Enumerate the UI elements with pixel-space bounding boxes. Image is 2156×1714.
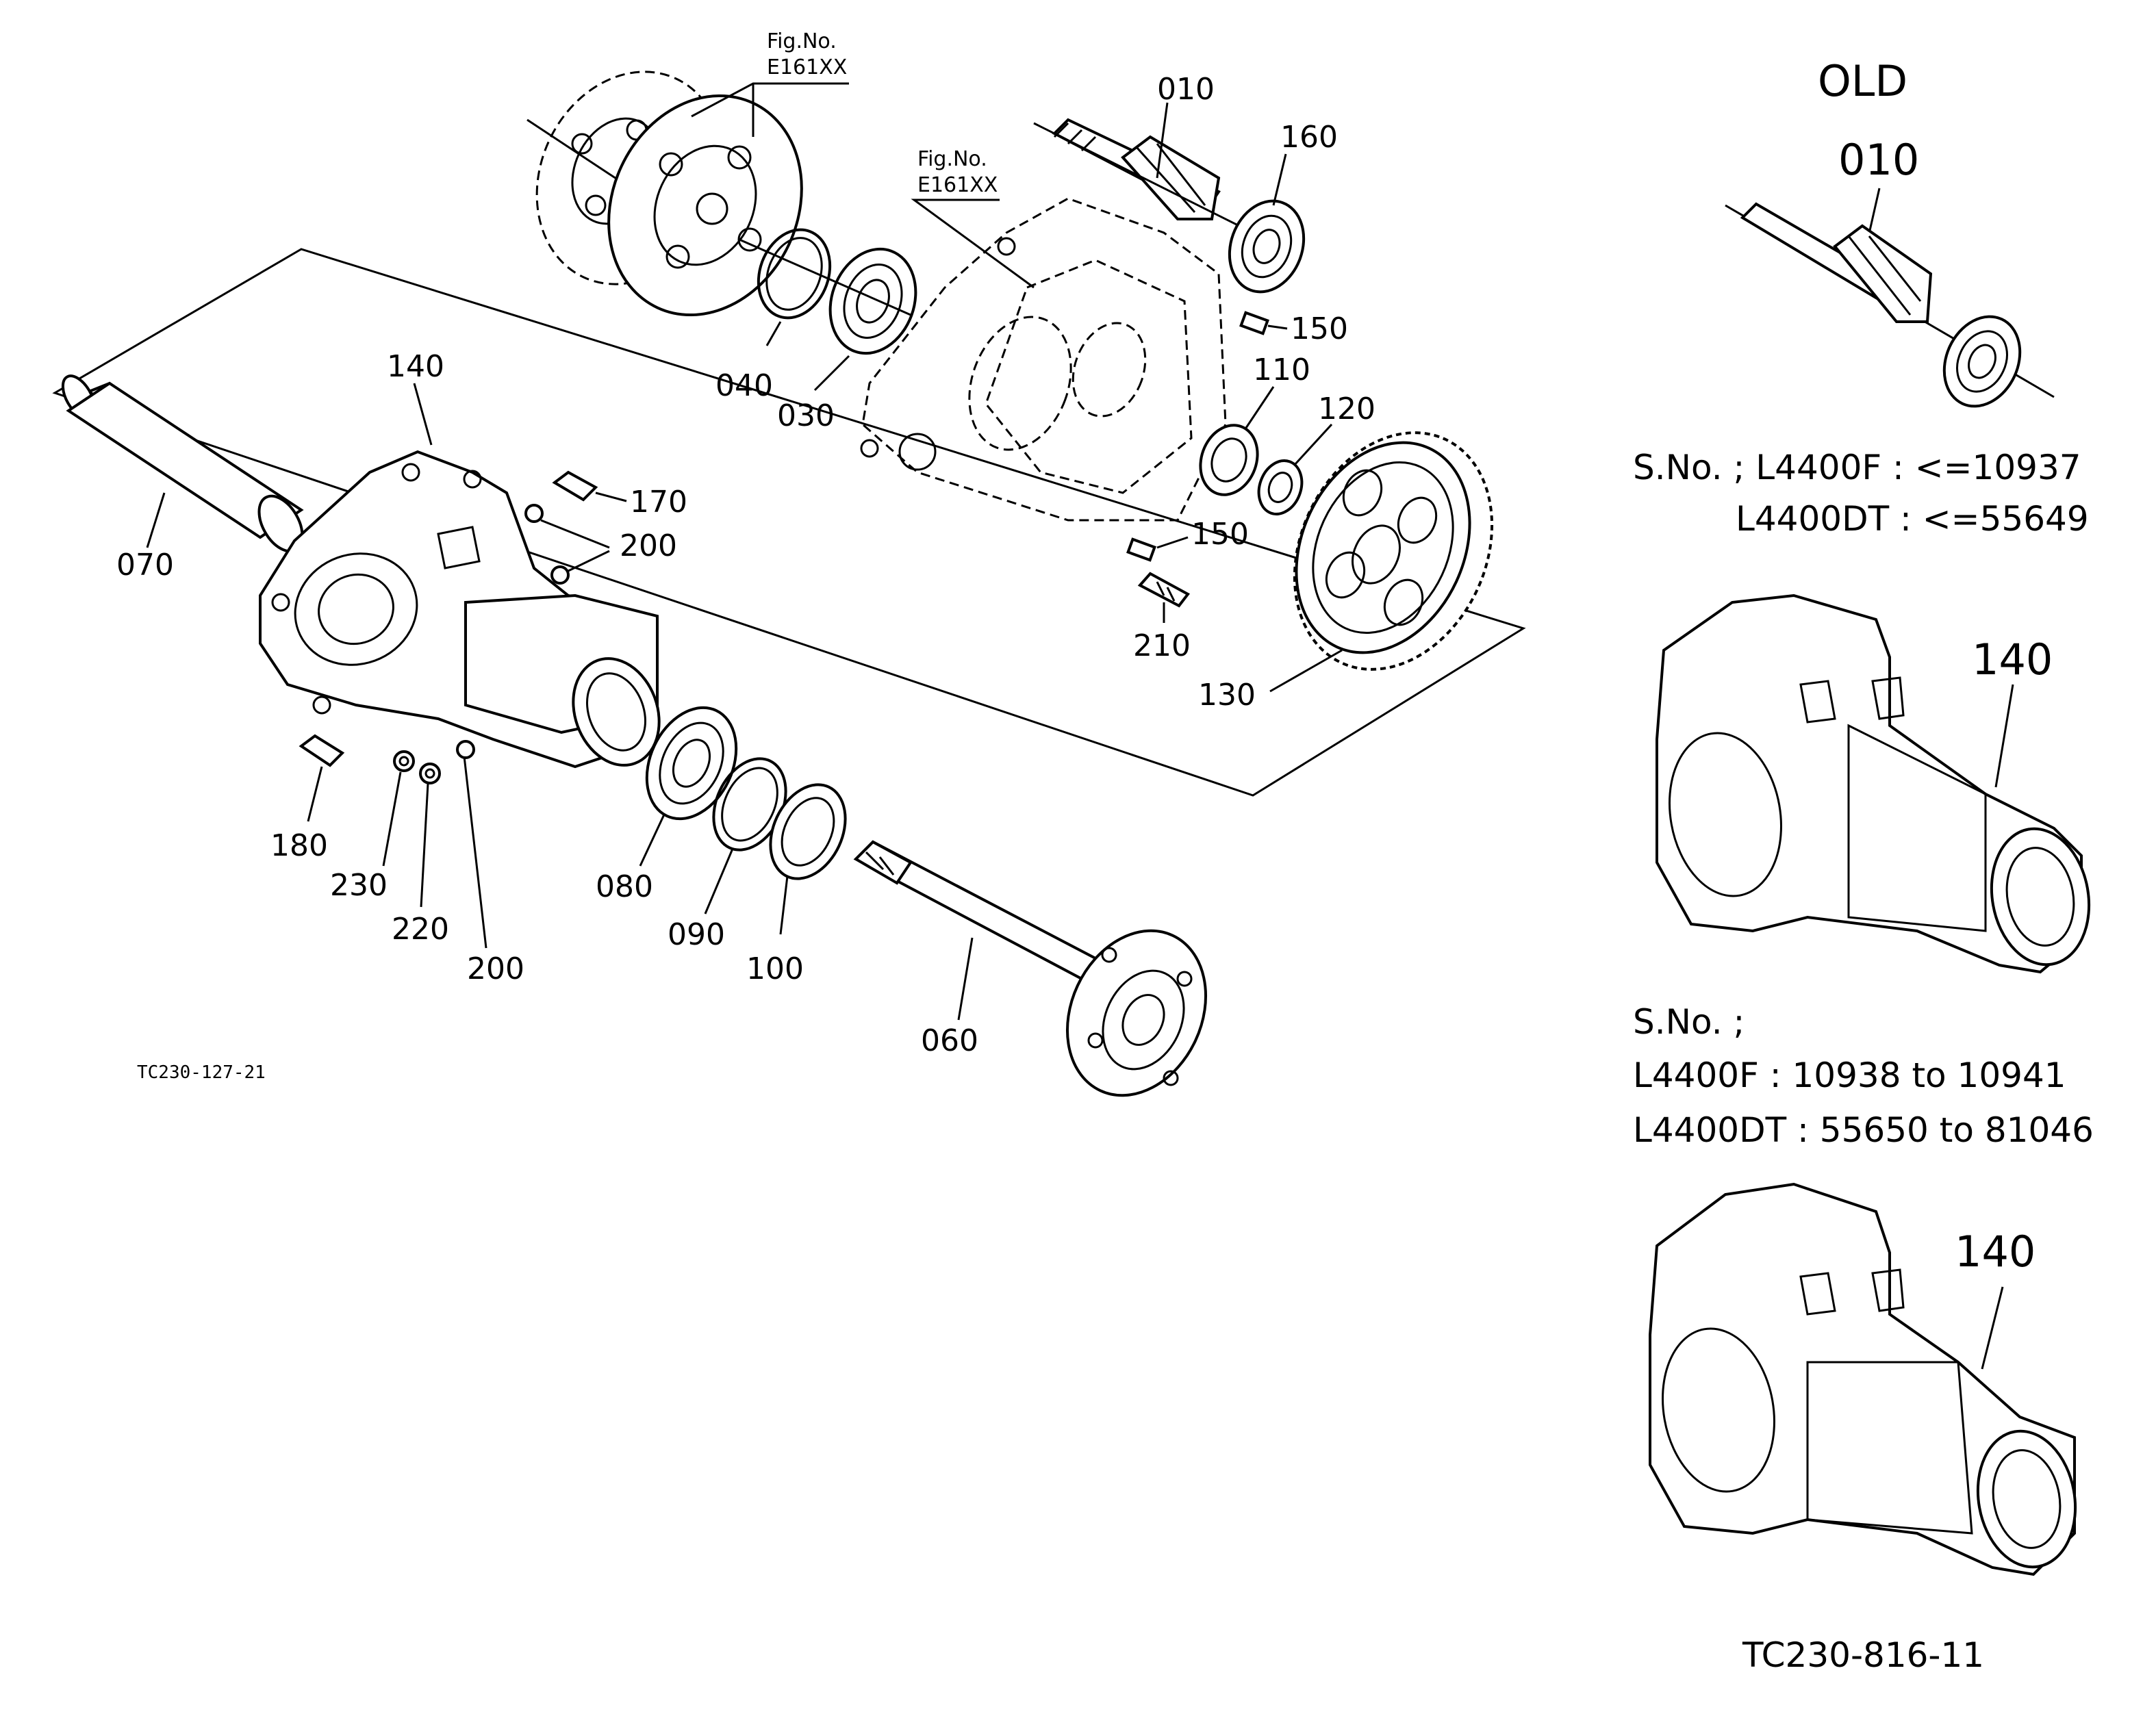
old-part-010: 010 [1838, 135, 1919, 185]
callout-170: 170 [630, 485, 687, 520]
figref-left-line2: E161XX [767, 55, 847, 79]
callout-070: 070 [116, 548, 174, 583]
low-part-140: 140 [1955, 1227, 2035, 1277]
washer-230 [393, 750, 415, 772]
snap-ring-040 [757, 228, 832, 320]
pin-150-lower [1126, 537, 1156, 562]
side-figure-code: TC230-816-11 [1742, 1635, 1984, 1675]
callout-030: 030 [777, 398, 835, 433]
callout-080: 080 [596, 869, 653, 904]
old-sn-line2: L4400DT : <=55649 [1736, 499, 2089, 539]
nut-220 [419, 763, 441, 784]
center-housing [860, 197, 1227, 522]
main-figure-code: TC230-127-21 [137, 1062, 266, 1083]
callout-140-main: 140 [387, 349, 444, 384]
callout-120: 120 [1318, 392, 1375, 426]
callout-110: 110 [1253, 353, 1310, 387]
mid-part-140: 140 [1972, 635, 2053, 685]
axle-shaft-060 [853, 840, 1208, 1097]
figref-left-line1: Fig.No. [767, 29, 837, 53]
assembly-outline [52, 248, 1526, 797]
mid-sn-line2: L4400F : 10938 to 10941 [1633, 1056, 2066, 1095]
clutch-plate-front [607, 94, 803, 317]
callout-160: 160 [1280, 120, 1338, 155]
callout-090: 090 [668, 917, 725, 952]
bearing-160 [1228, 199, 1306, 294]
low-axle-case [1649, 1182, 2077, 1576]
old-sn-line1: S.No. ; L4400F : <=10937 [1633, 448, 2081, 487]
bearing-110 [1199, 424, 1259, 496]
callout-060: 060 [921, 1023, 978, 1058]
callout-230: 230 [330, 868, 388, 903]
nut-120 [1257, 459, 1304, 515]
old-title: OLD [1818, 56, 1907, 106]
plug-200-upper [524, 504, 570, 585]
bolt-170 [552, 470, 598, 502]
pinion-shaft-010 [1052, 118, 1221, 220]
old-pinion-shaft [1725, 202, 2055, 408]
figref-mid-line2: E161XX [917, 173, 998, 197]
callout-180: 180 [270, 828, 328, 863]
callout-100: 100 [746, 951, 804, 986]
axle-tube-070 [61, 374, 304, 553]
figref-mid-line1: Fig.No. [917, 147, 987, 171]
bevel-gear-130 [1293, 431, 1494, 671]
stud-210 [1137, 572, 1191, 608]
axle-case-140 [259, 450, 661, 769]
callout-210: 210 [1133, 628, 1191, 663]
plug-200-lower [456, 740, 475, 759]
callout-220: 220 [392, 912, 449, 947]
callout-130: 130 [1198, 678, 1256, 713]
callout-010: 010 [1157, 72, 1215, 107]
seal-100 [769, 783, 847, 880]
bearing-030 [828, 247, 917, 355]
mid-sn-line3: L4400DT : 55650 to 81046 [1633, 1110, 2094, 1150]
bearing-080 [645, 706, 738, 821]
callout-200-lower: 200 [467, 951, 524, 986]
callout-040: 040 [715, 368, 773, 403]
callout-150-lower: 150 [1191, 517, 1249, 552]
mid-sn-line1: S.No. ; [1633, 1002, 1745, 1042]
callout-200-upper: 200 [620, 528, 677, 563]
mid-axle-case [1656, 593, 2091, 974]
pin-150-upper [1239, 311, 1269, 335]
callout-150-upper: 150 [1291, 311, 1348, 346]
bolt-180 [299, 734, 345, 767]
